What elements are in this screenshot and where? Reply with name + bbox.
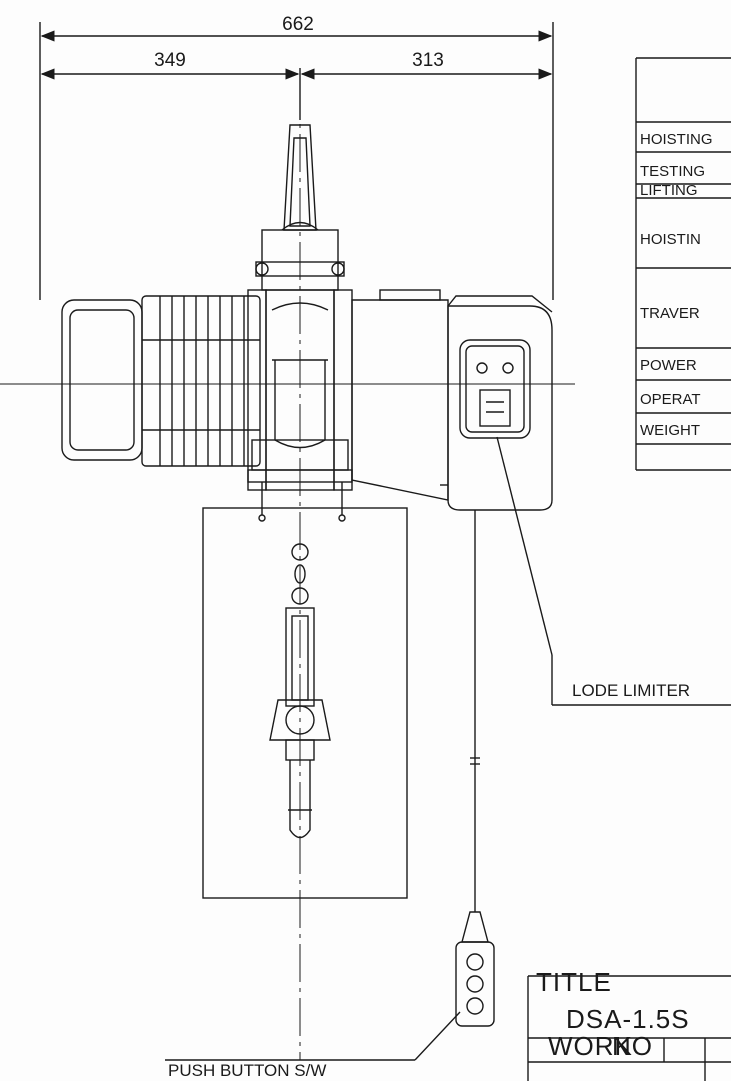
spec-row-hoisting-speed: HOISTIN (640, 231, 701, 248)
work-field-label: WORK (548, 1031, 633, 1061)
dimension-overall: 662 (282, 14, 314, 35)
spec-row-testing: TESTING (640, 163, 705, 180)
spec-row-traversing: TRAVER (640, 305, 700, 322)
chain-container (202, 507, 408, 899)
pendant (165, 510, 495, 1061)
spec-table-grid (635, 57, 731, 471)
load-limiter-label: LODE LIMITER (572, 681, 690, 700)
center-lines (0, 80, 575, 1060)
no-field-label: NO (612, 1031, 653, 1061)
spec-row-hoisting: HOISTING (640, 131, 713, 148)
spec-row-weight: WEIGHT (640, 422, 700, 439)
gearbox (351, 289, 553, 511)
spec-row-lifting: LIFTING (640, 182, 698, 199)
drawing-title: DSA-1.5S (566, 1004, 690, 1034)
spec-row-power: POWER (640, 357, 697, 374)
suspension-frame (247, 124, 353, 522)
spec-row-operation: OPERAT (640, 391, 701, 408)
motor (61, 295, 261, 467)
load-limiter (459, 339, 731, 706)
title-block-grid (527, 975, 731, 1081)
dimension-left: 349 (154, 50, 186, 71)
dimension-lines (39, 22, 554, 300)
title-field-label: TITLE (536, 967, 612, 997)
dimension-right: 313 (412, 50, 444, 71)
push-button-label: PUSH BUTTON S/W (168, 1061, 326, 1080)
